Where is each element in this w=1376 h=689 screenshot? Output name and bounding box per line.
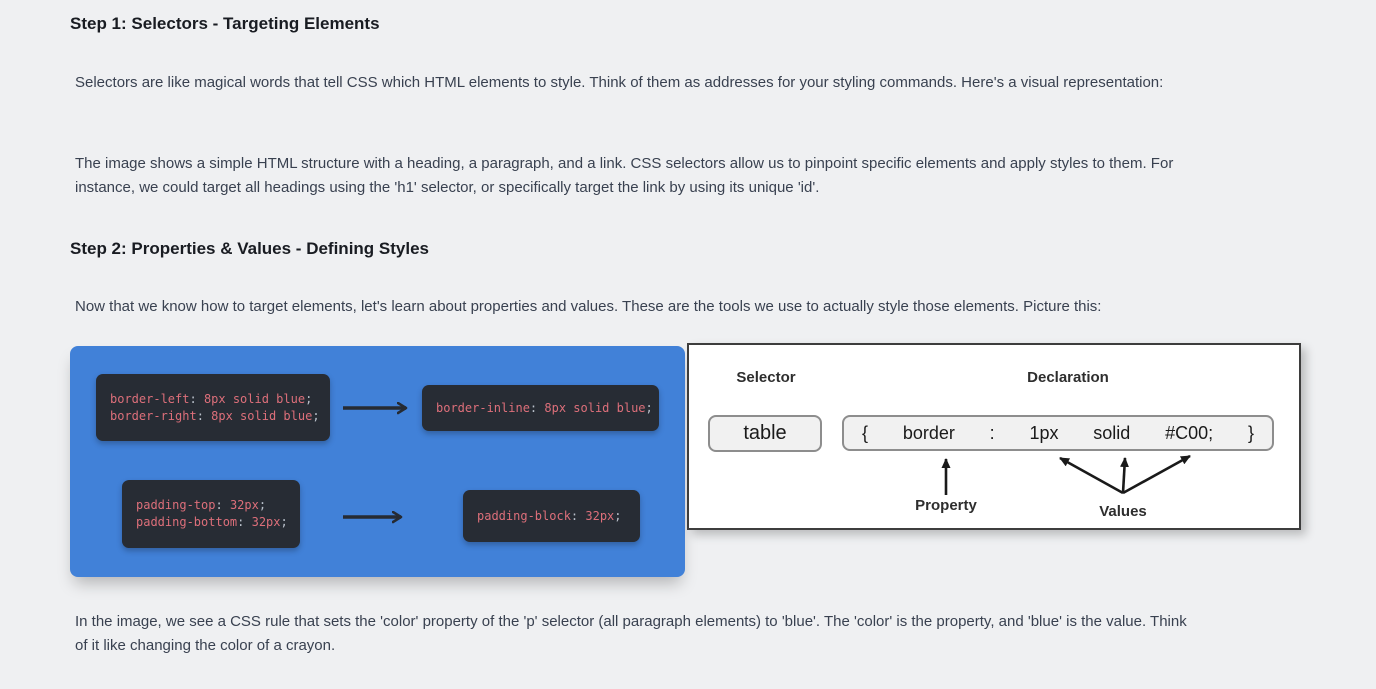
- code-block-logical-padding: padding-block: 32px;: [463, 490, 640, 542]
- figures-row: border-left: 8px solid blue;border-right…: [70, 343, 1310, 577]
- code-block-logical-border: border-inline: 8px solid blue;: [422, 385, 659, 431]
- css-rule-anatomy-figure: Selector Declaration table { border : 1p…: [687, 343, 1301, 530]
- logical-properties-figure: border-left: 8px solid blue;border-right…: [70, 346, 685, 577]
- token-value-color: #C00;: [1165, 422, 1214, 443]
- token-property: border: [902, 422, 955, 443]
- token-value-1px: 1px: [1029, 422, 1059, 443]
- selector-label: Selector: [736, 369, 796, 386]
- step1-paragraph-1: Selectors are like magical words that te…: [75, 74, 1164, 91]
- declaration-box: { border : 1px solid #C00; }: [842, 415, 1274, 451]
- token-value-solid: solid: [1093, 422, 1131, 443]
- token-close-brace: }: [1247, 422, 1254, 443]
- step2-paragraph-1: Now that we know how to target elements,…: [75, 298, 1102, 315]
- right-arrow-icons: [343, 346, 685, 577]
- code-block-physical-borders: border-left: 8px solid blue;border-right…: [96, 374, 330, 441]
- values-label: Values: [1099, 503, 1147, 520]
- code-block-physical-padding: padding-top: 32px;padding-bottom: 32px;: [122, 480, 300, 548]
- step2-paragraph-2: In the image, we see a CSS rule that set…: [75, 613, 1187, 654]
- selector-box: table: [708, 415, 822, 452]
- step1-heading: Step 1: Selectors - Targeting Elements: [70, 14, 380, 33]
- step1-paragraph-2: The image shows a simple HTML structure …: [75, 155, 1174, 196]
- annotation-arrow-icons: [941, 454, 1191, 495]
- token-open-brace: {: [862, 422, 869, 443]
- token-colon: :: [989, 422, 995, 443]
- step2-heading: Step 2: Properties & Values - Defining S…: [70, 239, 429, 258]
- property-label: Property: [915, 497, 977, 514]
- declaration-label: Declaration: [1027, 369, 1109, 386]
